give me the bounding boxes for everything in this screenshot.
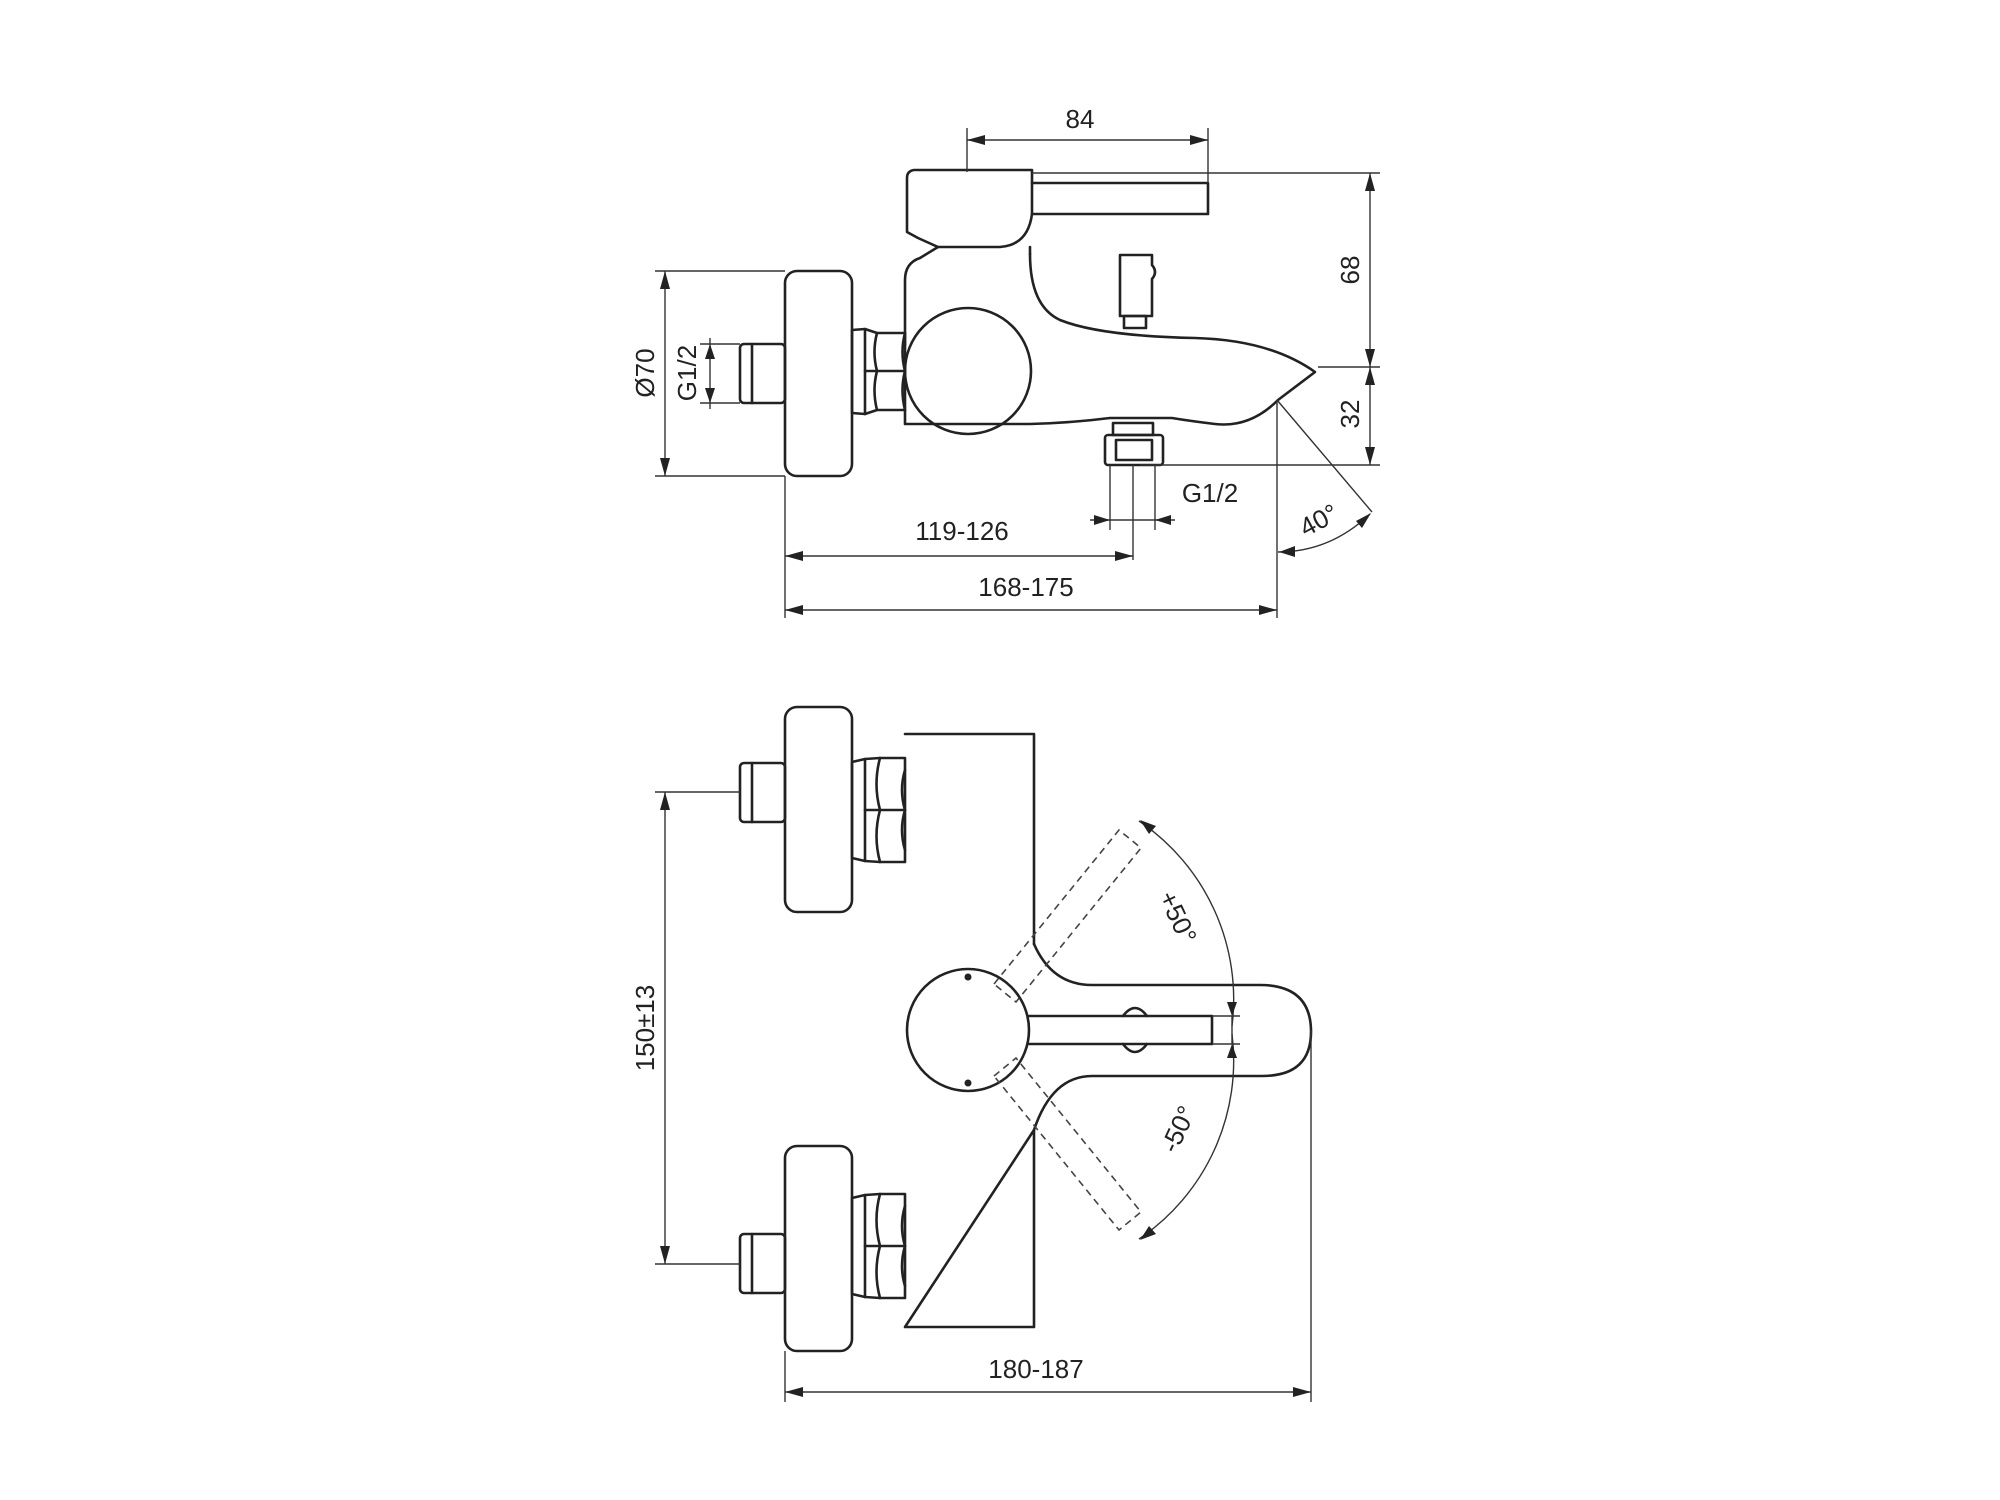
dim-inlet-thread: G1/2 [672,345,702,401]
dim-depth-outlet: 119-126 [915,516,1009,546]
dim-spout-angle: 40° [1294,498,1343,543]
lever-rotation-ghost [992,828,1143,1232]
lever-front [1027,1014,1214,1046]
inlet-stub-side [738,342,787,405]
dim-32: 32 [1335,400,1365,429]
rosette-side [783,269,854,478]
mixer-body-side [903,245,1317,426]
valve-knob-front [905,967,1031,1093]
dim-depth-spout: 168-175 [978,572,1073,602]
dim-outlet-thread: G1/2 [1182,478,1238,508]
rosette-lower [783,1144,854,1353]
spout-front [1032,942,1313,1132]
lever-side [905,168,1210,249]
side-view: 84 68 32 Ø70 G1/2 G1/2 [630,104,1380,618]
mixer-body-front [903,732,1036,1329]
dim-rotation-minus: -50° [1154,1101,1201,1157]
dim-84: 84 [1066,104,1095,134]
front-view: +50° -50° 150±13 180-187 [630,705,1313,1402]
diverter-button [1118,253,1157,318]
dim-68: 68 [1335,256,1365,285]
dim-total-depth: 180-187 [988,1354,1083,1384]
inlet-stub-upper [738,761,787,824]
valve-knob-side [903,306,1033,436]
hex-nut-lower [850,1192,907,1300]
dim-inlet-spacing: 150±13 [630,985,660,1072]
inlet-stub-lower [738,1232,787,1295]
rosette-upper [783,705,854,914]
hex-nut-upper [850,756,907,864]
lever-pin [1121,1006,1149,1054]
dim-rotation-plus: +50° [1153,886,1203,948]
dim-rosette-diameter: Ø70 [630,348,660,397]
